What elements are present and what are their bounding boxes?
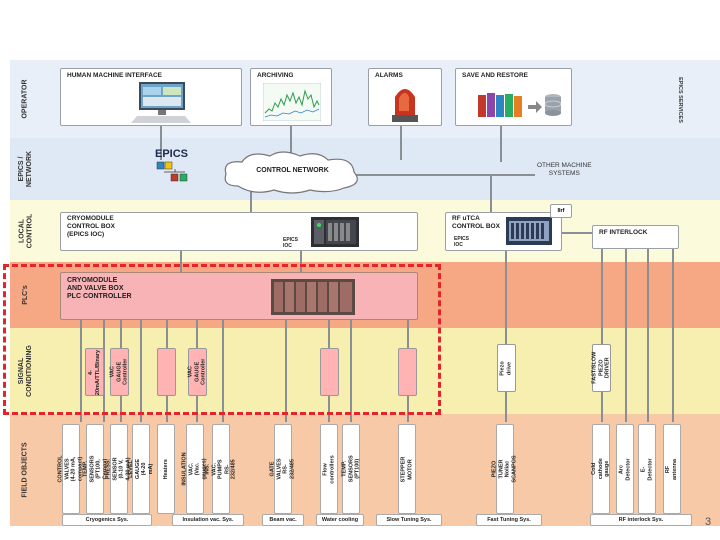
connector-line — [180, 248, 182, 274]
connector-line — [400, 122, 402, 160]
field-heaters[interactable]: Heaters — [157, 424, 175, 514]
signal-module-stepper[interactable] — [398, 348, 417, 396]
connector-line — [290, 122, 292, 156]
signal-module-flow[interactable] — [320, 348, 339, 396]
system-water-cooling: Water cooling — [316, 514, 364, 526]
field-press-sensor[interactable]: PRESS. SENSOR (0-10 V, 4-20 mA) — [106, 424, 132, 514]
binders-database-icon — [478, 93, 562, 117]
system-slow-tuning: Slow Tuning Sys. — [376, 514, 442, 526]
archive-chart-icon — [263, 83, 321, 121]
connector-line — [285, 318, 287, 422]
signal-module-piezo[interactable]: Piezo drive — [497, 344, 516, 392]
connector-line — [355, 174, 535, 176]
system-beam-vac: Beam vac. — [262, 514, 304, 526]
connector-line — [350, 318, 352, 422]
system-rf-interlock: RF interlock Sys. — [590, 514, 692, 526]
plc-rack-icon — [271, 279, 355, 315]
connector-line — [625, 248, 627, 422]
signal-module-heaters[interactable] — [157, 348, 176, 396]
signal-module-vac-gauge[interactable]: VAC GAUGE Controller — [110, 348, 129, 396]
connector-line — [300, 248, 302, 274]
field-stepper-motor[interactable]: STEPPER MOTOR — [398, 424, 416, 514]
archiving-box[interactable]: ARCHIVING — [250, 68, 332, 126]
epics-services-label: EPICS SERVICES — [677, 77, 683, 123]
llrf-tag: llrf — [550, 204, 572, 218]
field-objects-label: FIELD OBJECTS — [22, 442, 30, 498]
connector-line — [160, 122, 162, 160]
field-temp-sensors[interactable]: TEMP. SENSORS (PT100, Cernox) — [82, 424, 108, 514]
connector-line — [80, 318, 82, 422]
field-temp-sensors-pt100[interactable]: TEMP. SENSORS (PT100) — [341, 424, 360, 514]
system-fast-tuning: Fast Tuning Sys. — [476, 514, 542, 526]
connector-line — [490, 174, 492, 214]
connector-line — [672, 248, 674, 422]
system-insulation-vac: Insulation vac. Sys. — [172, 514, 244, 526]
signal-module-piezo-driver[interactable]: FAST/SLOW PIEZO DRIVER — [592, 344, 611, 392]
field-cold-cathode-gauge[interactable]: Cold cathode gauge — [591, 424, 610, 514]
control-network-label: CONTROL NETWORK — [256, 167, 329, 174]
field-level-gauge[interactable]: LEVEL GAUGE (4-20 mA) — [128, 424, 154, 514]
alarms-box[interactable]: ALARMS — [368, 68, 442, 126]
field-piezo-tuner[interactable]: PIEZO TUNER Noliac SCANPOS — [492, 424, 518, 514]
connector-line — [222, 318, 224, 422]
connector-line — [560, 232, 592, 234]
network-label: EPICS / NETWORK — [18, 150, 34, 188]
field-gate-valves[interactable]: GATE VALVES RS-232/485 — [270, 424, 296, 514]
rf-control-box[interactable]: RF uTCA CONTROL BOX EPICS IOC — [445, 212, 562, 251]
cryo-control-box[interactable]: CRYOMODULE CONTROL BOX (EPICS IOC) EPICS… — [60, 212, 418, 251]
plc-controller-box[interactable]: CRYOMODULE AND VALVE BOX PLC CONTROLLER — [60, 272, 418, 320]
local-control-label: LOCAL CONTROL — [18, 213, 34, 249]
connector-line — [505, 248, 507, 422]
save-restore-box[interactable]: SAVE AND RESTORE — [455, 68, 572, 126]
connector-line — [500, 122, 502, 162]
field-e-detector[interactable]: E- Detector — [638, 424, 656, 514]
field-flow-controllers[interactable]: Flow controllers — [320, 424, 338, 514]
control-network-cloud — [224, 151, 358, 194]
signal-module-io[interactable]: 4-20mA/TTL/Binary — [85, 348, 104, 396]
connector-line — [601, 248, 603, 422]
connector-line — [103, 318, 105, 422]
plc-highlight-frame — [3, 264, 441, 415]
page-number: 3 — [705, 516, 712, 528]
ioc-crate-icon — [311, 217, 359, 247]
signal-module-vac-gauge-2[interactable]: VAC GAUGE Controller — [188, 348, 207, 396]
field-control-valves[interactable]: CONTROL VALVES (4-20 mA, compact) — [58, 424, 84, 514]
field-ins-vac-pumps[interactable]: INS. VAC. PUMPS RS-232/485 — [205, 424, 237, 514]
connector-line — [250, 186, 252, 212]
hmi-box[interactable]: HUMAN MACHINE INTERFACE — [60, 68, 242, 126]
field-arc-detector[interactable]: Arc Detector — [616, 424, 634, 514]
network-band — [10, 138, 720, 200]
epics-logo: EPICS — [155, 148, 195, 184]
rf-interlock-box[interactable]: RF INTERLOCK — [592, 225, 679, 249]
workstation-icon — [131, 82, 191, 123]
system-cryogenics: Cryogenics Sys. — [62, 514, 152, 526]
operator-label: OPERATOR — [22, 79, 29, 119]
epics-logo-icon — [156, 161, 188, 182]
field-insulation-vac[interactable]: INSULATION VAC. (Vac. gauges) — [182, 424, 208, 514]
connector-line — [647, 248, 649, 422]
connector-line — [140, 318, 142, 422]
field-rf-antenna[interactable]: RF antenna — [663, 424, 681, 514]
alarm-beacon-icon — [392, 89, 418, 122]
utca-crate-icon — [506, 217, 552, 245]
other-systems-label: OTHER MACHINE SYSTEMS — [537, 162, 592, 177]
